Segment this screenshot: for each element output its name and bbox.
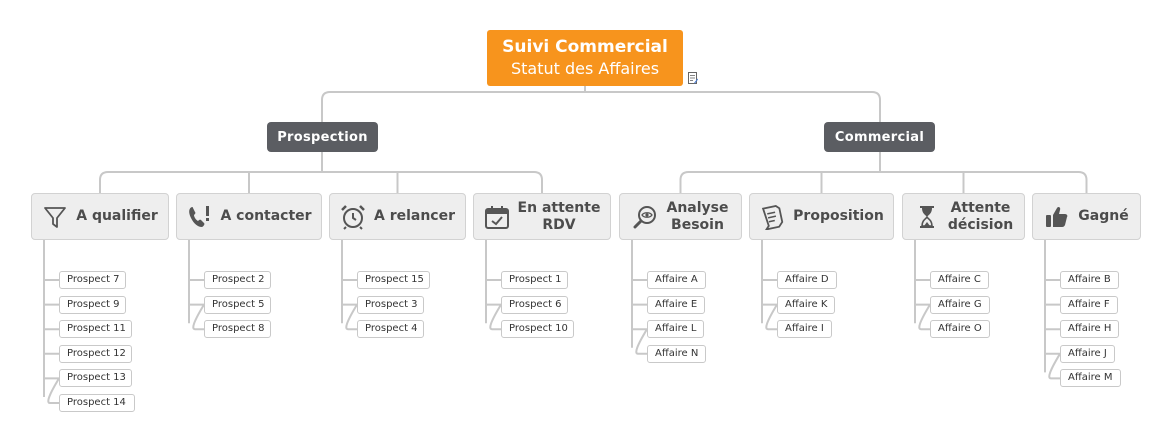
leaf-item[interactable]: Prospect 4 xyxy=(357,320,424,339)
category-label: A contacter xyxy=(220,208,312,224)
leaf-item[interactable]: Affaire B xyxy=(1060,271,1119,289)
calendar-check-icon xyxy=(484,205,509,229)
leaf-item[interactable]: Prospect 6 xyxy=(501,295,568,314)
leaf-item[interactable]: Affaire G xyxy=(930,295,990,314)
leaf-item[interactable]: Prospect 14 xyxy=(59,394,135,412)
connector-line xyxy=(188,240,206,331)
leaf-item[interactable]: Prospect 9 xyxy=(59,295,126,314)
note-icon[interactable] xyxy=(688,72,698,84)
leaf-item[interactable]: Prospect 12 xyxy=(59,344,132,363)
category-a-qualifier[interactable]: A qualifier xyxy=(31,193,169,240)
leaf-item[interactable]: Affaire M xyxy=(1060,369,1121,388)
funnel-icon xyxy=(44,206,67,228)
leaf-item[interactable]: Affaire O xyxy=(930,320,990,339)
hourglass-icon xyxy=(919,205,934,228)
connector-line xyxy=(485,240,503,331)
leaf-item[interactable]: Prospect 2 xyxy=(204,271,271,289)
category-a-contacter[interactable]: A contacter xyxy=(176,193,322,240)
connector-line xyxy=(321,86,881,122)
leaf-item[interactable]: Affaire K xyxy=(777,295,836,314)
category-label: Proposition xyxy=(793,208,884,224)
leaf-item[interactable]: Affaire F xyxy=(1060,295,1118,314)
leaf-item[interactable]: Affaire I xyxy=(777,320,832,339)
thumbs-up-icon xyxy=(1046,206,1068,227)
root-subtitle: Statut des Affaires xyxy=(510,59,660,78)
leaf-item[interactable]: Affaire N xyxy=(647,344,707,363)
leaf-item[interactable]: Affaire D xyxy=(777,271,837,289)
leaf-item[interactable]: Prospect 5 xyxy=(204,295,271,314)
root-topic[interactable]: Suivi Commercial Statut des Affaires xyxy=(487,30,683,86)
leaf-item[interactable]: Prospect 13 xyxy=(59,369,132,388)
alarm-clock-icon xyxy=(341,204,365,230)
connector-line xyxy=(1044,240,1062,380)
connector-line xyxy=(631,240,649,355)
leaf-item[interactable]: Prospect 11 xyxy=(59,320,132,339)
leaf-item[interactable]: Prospect 10 xyxy=(501,320,574,339)
connector-line xyxy=(43,240,61,404)
branch-prospection[interactable]: Prospection xyxy=(267,122,378,152)
root-title: Suivi Commercial xyxy=(502,37,668,57)
category-label: A qualifier xyxy=(76,208,158,224)
leaf-item[interactable]: Affaire A xyxy=(647,271,706,289)
leaf-item[interactable]: Prospect 8 xyxy=(204,320,271,339)
leaf-item[interactable]: Affaire C xyxy=(930,271,989,289)
leaf-item[interactable]: Affaire J xyxy=(1060,344,1115,363)
connector-line xyxy=(761,240,779,331)
leaf-item[interactable]: Prospect 3 xyxy=(357,295,424,314)
category-a-relancer[interactable]: A relancer xyxy=(329,193,466,240)
leaf-item[interactable]: Prospect 1 xyxy=(501,271,568,289)
connector-line xyxy=(99,152,543,193)
leaf-item[interactable]: Prospect 15 xyxy=(357,271,430,289)
leaf-item[interactable]: Affaire H xyxy=(1060,320,1120,339)
document-icon xyxy=(762,204,784,230)
leaf-item[interactable]: Prospect 7 xyxy=(59,271,126,289)
branch-commercial[interactable]: Commercial xyxy=(824,122,935,152)
connector-line xyxy=(914,240,932,331)
phone-alert-icon xyxy=(189,205,210,227)
category-label: A relancer xyxy=(373,208,456,224)
leaf-item[interactable]: Affaire E xyxy=(647,295,706,314)
connector-line xyxy=(679,152,1088,193)
connector-line xyxy=(341,240,359,331)
magnifier-eye-icon xyxy=(633,205,657,228)
category-proposition[interactable]: Proposition xyxy=(749,193,894,240)
branch-label: Commercial xyxy=(834,129,925,145)
category-label: Gagné xyxy=(1078,208,1129,224)
category-gagné[interactable]: Gagné xyxy=(1032,193,1141,240)
branch-label: Prospection xyxy=(277,129,368,145)
leaf-item[interactable]: Affaire L xyxy=(647,320,705,339)
